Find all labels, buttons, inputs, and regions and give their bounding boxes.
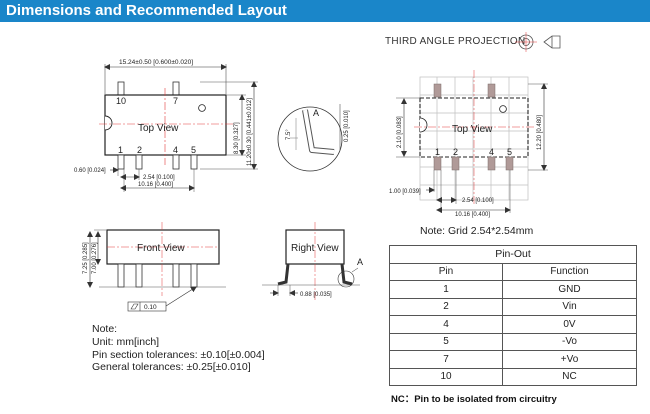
general-notes: Note: Unit: mm[inch] Pin section toleran… <box>92 323 265 374</box>
table-row: 2 Vin <box>389 297 637 316</box>
pin-cell: 7 <box>389 350 503 369</box>
pinout-title: Pin-Out <box>389 245 637 264</box>
layout-pin-label-1: 1 <box>435 147 440 157</box>
pin-cell: 4 <box>389 315 503 334</box>
pinout-table: Pin-Out Pin Function 1 GND 2 Vin 4 0V 5 … <box>389 245 637 386</box>
pin-label-10: 10 <box>116 96 126 106</box>
detail-a: A 7.5° 0.25 [0.010] <box>277 104 350 172</box>
top-view-title: Top View <box>138 123 179 134</box>
pinout-header-pin: Pin <box>389 262 503 281</box>
grid-note: Note: Grid 2.54*2.54mm <box>420 225 534 237</box>
function-cell: -Vo <box>502 332 637 351</box>
notes-title: Note: <box>92 323 118 335</box>
recommended-layout: Top View 1 2 4 5 12.20 [0.480] 2.10 [0.0… <box>389 70 548 218</box>
table-row: 4 0V <box>389 315 637 334</box>
detail-a-angle: 7.5° <box>286 129 292 140</box>
pin-label-1: 1 <box>118 145 123 155</box>
table-row: 1 GND <box>389 280 637 299</box>
table-row: 7 +Vo <box>389 350 637 369</box>
table-row: 5 -Vo <box>389 332 637 351</box>
projection-label: THIRD ANGLE PROJECTION <box>385 36 526 47</box>
right-view-label: A <box>357 257 363 267</box>
layout-dim-row: 2.10 [0.083] <box>397 116 403 148</box>
notes-line: Pin section tolerances: ±0.10[±0.004] <box>92 348 265 361</box>
layout-dim-height: 12.20 [0.480] <box>537 115 543 150</box>
layout-title: Top View <box>452 124 493 135</box>
top-view-dim-body-height: 8.30 [0.327] <box>234 122 240 154</box>
front-view-dim-body: 7.00 [0.276] <box>92 242 98 274</box>
right-view-dim-lead: 0.88 [0.035] <box>300 292 332 298</box>
notes-line: Unit: mm[inch] <box>92 335 160 348</box>
front-view-dim-height: 7.25 [0.285] <box>83 242 89 274</box>
layout-pin-label-4: 4 <box>489 147 494 157</box>
function-cell: Vin <box>502 297 637 316</box>
top-view-dim-pin-width: 0.60 [0.024] <box>74 168 106 174</box>
pin-label-2: 2 <box>137 145 142 155</box>
pin-cell: 2 <box>389 297 503 316</box>
layout-dim-span: 10.16 [0.400] <box>455 212 490 218</box>
detail-a-label: A <box>313 108 319 118</box>
layout-dim-pad: 1.00 [0.039] <box>389 189 421 195</box>
table-row: 10 NC <box>389 367 637 386</box>
pin-label-7: 7 <box>173 96 178 106</box>
front-view-flatness: 0.10 <box>144 304 157 311</box>
right-view-title: Right View <box>291 243 339 254</box>
layout-pin-label-5: 5 <box>507 147 512 157</box>
detail-a-dim-thickness: 0.25 [0.010] <box>344 110 350 142</box>
function-cell: +Vo <box>502 350 637 369</box>
top-view-dim-lead-height: 11.20±0.30 [0.441±0.012] <box>247 98 253 166</box>
front-view: Front View 7.25 [0.285] 7.00 [0.276] 0.1… <box>83 222 226 312</box>
header-title: Dimensions and Recommended Layout <box>6 2 287 19</box>
page-header: Dimensions and Recommended Layout <box>0 0 650 22</box>
top-view-dim-span: 10.16 [0.400] <box>138 182 173 188</box>
pinout-header-function: Function <box>502 262 637 281</box>
pin-cell: 1 <box>389 280 503 299</box>
function-cell: NC <box>502 367 637 386</box>
top-view-dim-pitch: 2.54 [0.100] <box>143 175 175 181</box>
layout-pin-label-2: 2 <box>453 147 458 157</box>
layout-dim-pitch: 2.54 [0.100] <box>462 198 494 204</box>
nc-note: NC：Pin to be isolated from circuitry <box>391 394 557 405</box>
top-view: 15.24±0.50 [0.600±0.020] Top View 10 7 1… <box>74 59 258 192</box>
function-cell: GND <box>502 280 637 299</box>
function-cell: 0V <box>502 315 637 334</box>
top-view-dim-width: 15.24±0.50 [0.600±0.020] <box>119 59 193 66</box>
notes-line: General tolerances: ±0.25[±0.010] <box>92 361 251 374</box>
pin-label-5: 5 <box>191 145 196 155</box>
pin-label-4: 4 <box>173 145 178 155</box>
pin-cell: 10 <box>389 367 503 386</box>
front-view-title: Front View <box>137 243 185 254</box>
right-view: Right View A 0.88 [0.035] <box>262 222 363 300</box>
projection-symbol-icon <box>515 32 561 52</box>
pin-cell: 5 <box>389 332 503 351</box>
